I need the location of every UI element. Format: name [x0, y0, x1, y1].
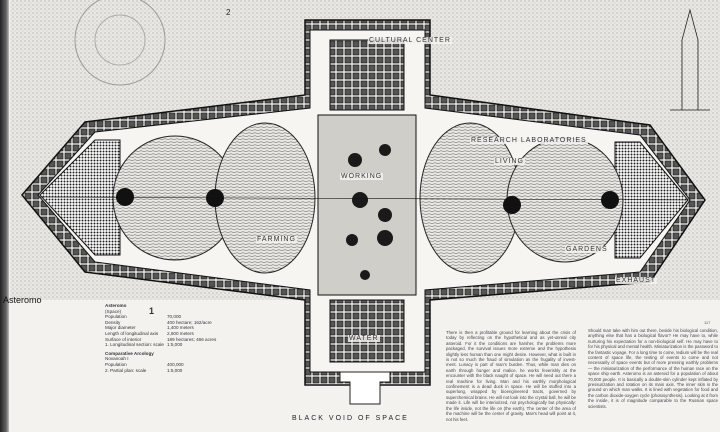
figure-number-2: 2: [226, 8, 231, 17]
caption-heading: Asteromo: [105, 303, 127, 308]
living-cylinder: [419, 122, 521, 274]
tower-sketch: [670, 8, 710, 111]
axis-hubs: [116, 188, 619, 214]
label-research-laboratories: RESEARCH LABORATORIES: [470, 137, 588, 144]
caption-figure-number: 1: [149, 306, 155, 316]
label-gardens: GARDENS: [565, 246, 609, 253]
caption-heading-2: Comparative Arcology: [105, 350, 154, 356]
caption-row: Novanoah I: [105, 356, 129, 362]
label-water: WATER: [348, 335, 380, 342]
central-core: [317, 114, 417, 296]
water-tank: [339, 371, 391, 405]
label-farming: FARMING: [256, 236, 297, 243]
body-text-column-1: There is then a profitable ground for le…: [446, 330, 576, 422]
black-void-label: BLACK VOID OF SPACE: [292, 415, 409, 422]
label-living: LIVING: [494, 158, 525, 165]
label-working: WORKING: [340, 173, 384, 180]
caption-row: (Space): [105, 308, 122, 314]
label-cultural-center: CULTURAL CENTER: [368, 37, 452, 44]
drawing-title: Asteromo: [3, 295, 42, 305]
label-exhaust: EXHAUST: [615, 277, 658, 284]
body-text-column-2: Should man take with him out there, besi…: [588, 328, 718, 409]
page-number: 117: [704, 320, 711, 325]
book-binding: [0, 0, 9, 432]
